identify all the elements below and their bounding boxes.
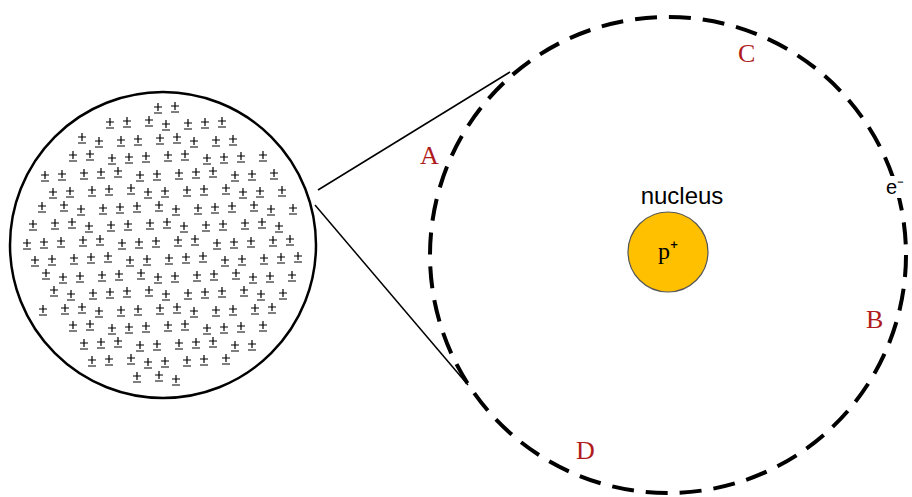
point-label: C	[736, 40, 757, 69]
electron-label: e⁻	[884, 176, 906, 198]
proton-label: p⁺	[658, 238, 678, 264]
node-heading: nucleus	[641, 184, 724, 208]
point-label: A	[418, 142, 441, 171]
zoom-line	[315, 205, 468, 385]
point-label: B	[864, 306, 885, 335]
electron-orbit	[430, 17, 906, 493]
zoom-circle	[10, 92, 316, 398]
nucleus-node: nucleus p⁺	[598, 184, 738, 296]
zoom-line	[318, 72, 510, 190]
charge-symbols	[23, 102, 302, 385]
point-label: D	[574, 437, 597, 466]
